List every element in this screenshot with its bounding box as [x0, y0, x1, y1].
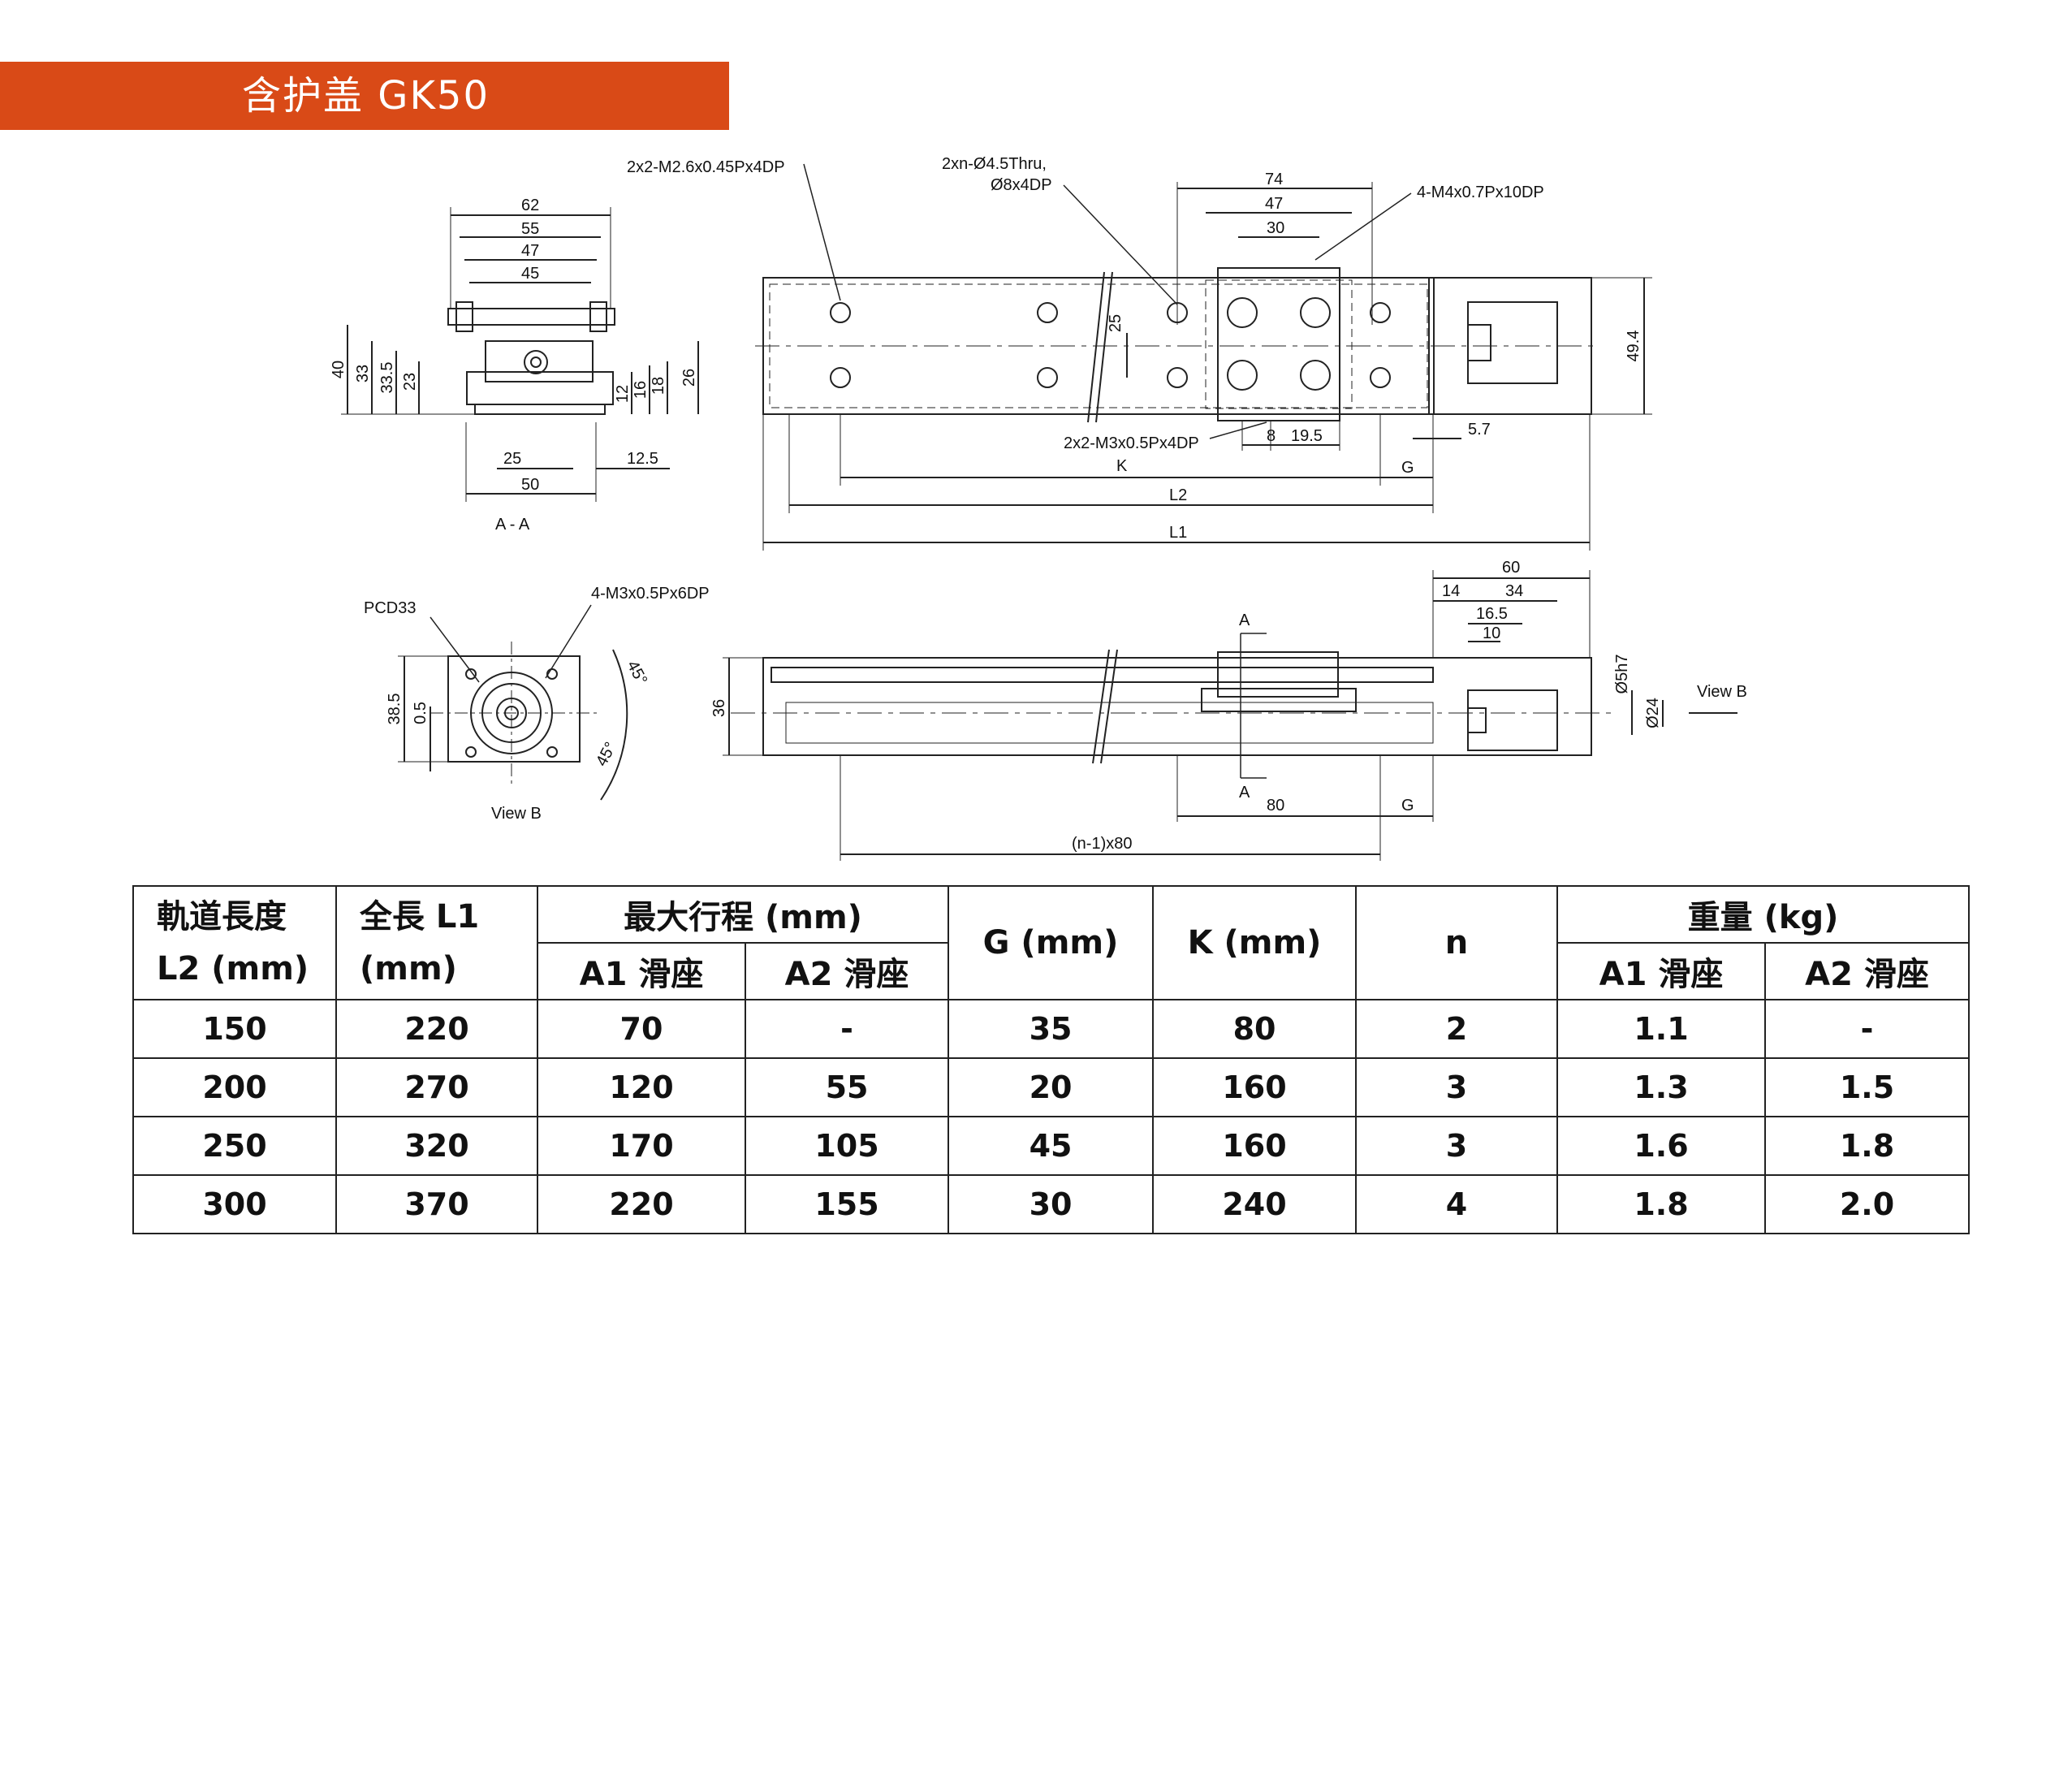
dim-49-4: 49.4 — [1625, 331, 1642, 362]
dim-G-side: G — [1401, 797, 1414, 815]
dim-80: 80 — [1267, 797, 1284, 815]
header-weight-a2: A2 滑座 — [1764, 942, 1971, 1000]
dim-62: 62 — [521, 197, 539, 214]
dim-45: 45 — [521, 265, 539, 283]
technical-drawing: 2x2-M2.6x0.45Px4DP 2xn-Ø4.5Thru, Ø8x4DP … — [330, 155, 1747, 861]
dim-50: 50 — [521, 476, 539, 494]
callout-bottom-holes: 2x2-M3x0.5Px4DP — [1064, 434, 1199, 452]
dim-K: K — [1116, 457, 1128, 475]
dim-25-carriage: 25 — [1107, 314, 1124, 332]
dim-18: 18 — [650, 377, 667, 395]
dim-16: 16 — [632, 381, 650, 399]
section-mark-top: A — [1239, 611, 1250, 629]
section-mark-bottom: A — [1239, 784, 1250, 802]
header-stroke-a1: A1 滑座 — [537, 942, 746, 1000]
dim-8: 8 — [1267, 427, 1276, 445]
header-n: n — [1355, 885, 1559, 1000]
header-max-stroke: 最大行程 (mm) — [536, 885, 950, 944]
dim-d5h7: Ø5h7 — [1613, 655, 1631, 694]
title-banner: 含护盖 GK50 — [0, 62, 729, 130]
side-view — [723, 570, 1737, 861]
header-g: G (mm) — [948, 885, 1155, 1000]
page-title: 含护盖 GK50 — [242, 73, 490, 119]
dim-23: 23 — [401, 373, 419, 391]
header-weight-a1: A1 滑座 — [1556, 942, 1767, 1000]
callout-thru-line1: 2xn-Ø4.5Thru, — [942, 155, 1047, 173]
callout-thru-line2: Ø8x4DP — [991, 176, 1052, 194]
top-view — [755, 163, 1652, 551]
dim-25: 25 — [503, 450, 521, 468]
spec-table: 軌道長度 L2 (mm) 全長 L1 (mm) 最大行程 (mm) G (mm)… — [132, 885, 1971, 1234]
dim-74: 74 — [1265, 171, 1283, 188]
header-k: K (mm) — [1152, 885, 1358, 1000]
dim-L1: L1 — [1169, 524, 1187, 542]
dim-47: 47 — [521, 242, 539, 260]
dim-45deg-bottom: 45° — [593, 739, 620, 769]
dim-0-5: 0.5 — [412, 702, 430, 724]
view-b-label: View B — [491, 805, 542, 823]
dim-n-pitch: (n-1)x80 — [1072, 835, 1132, 853]
dim-38-5: 38.5 — [386, 694, 404, 725]
dim-L2: L2 — [1169, 486, 1187, 504]
dim-5-7: 5.7 — [1468, 421, 1491, 439]
dim-60: 60 — [1502, 559, 1520, 577]
dim-33-5: 33.5 — [378, 362, 396, 394]
dim-40: 40 — [330, 361, 347, 378]
dim-d24: Ø24 — [1644, 698, 1662, 728]
dim-G-top: G — [1401, 459, 1414, 477]
dim-55: 55 — [521, 220, 539, 238]
header-weight: 重量 (kg) — [1556, 885, 1971, 944]
section-view-a-a — [341, 207, 699, 502]
callout-pcd: PCD33 — [364, 599, 416, 617]
dim-19-5: 19.5 — [1291, 427, 1323, 445]
section-label: A - A — [495, 516, 530, 534]
dim-10: 10 — [1483, 624, 1500, 642]
dim-45deg-top: 45° — [624, 658, 651, 688]
dim-14: 14 — [1442, 582, 1460, 600]
callout-top-holes: 2x2-M2.6x0.45Px4DP — [627, 158, 785, 176]
dim-34: 34 — [1505, 582, 1523, 600]
dim-12-5: 12.5 — [627, 450, 658, 468]
header-rail-length: 軌道長度 L2 (mm) — [132, 885, 337, 1000]
dim-33: 33 — [354, 365, 372, 382]
view-b-arrow-label: View B — [1697, 683, 1747, 701]
dim-12: 12 — [614, 385, 632, 403]
dim-47-carriage: 47 — [1265, 195, 1283, 213]
view-b — [398, 604, 628, 801]
dim-30: 30 — [1267, 219, 1284, 237]
dim-16-5: 16.5 — [1476, 605, 1508, 623]
callout-motor-tap: 4-M3x0.5Px6DP — [591, 585, 710, 603]
header-stroke-a2: A2 滑座 — [744, 942, 950, 1000]
dim-36: 36 — [710, 699, 728, 717]
dim-26: 26 — [680, 369, 698, 387]
header-total-length: 全長 L1 (mm) — [335, 885, 538, 1000]
callout-carriage-tap: 4-M4x0.7Px10DP — [1417, 184, 1544, 201]
